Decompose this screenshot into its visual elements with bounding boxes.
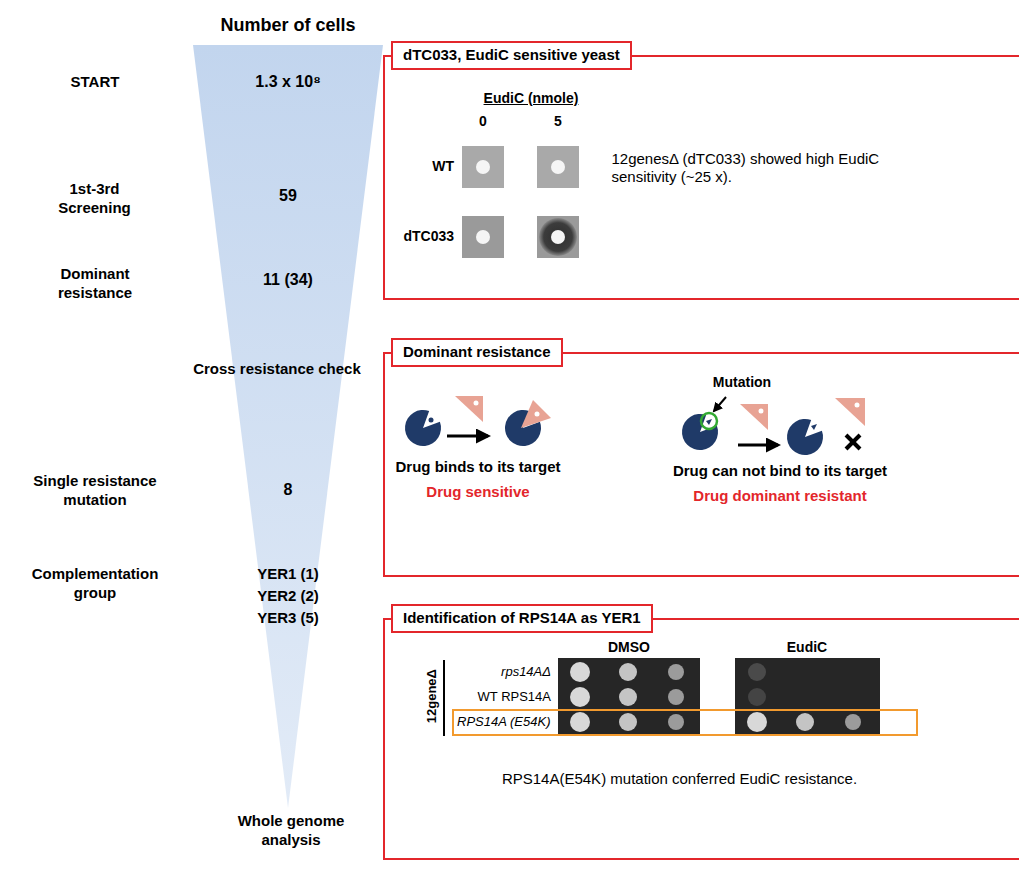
halo-assay-plate [537,216,579,258]
halo-assay-plate [539,218,577,256]
mutation-marker [701,413,717,429]
spot-assay-plate [558,658,880,736]
halo-assay-plate [462,146,504,188]
result-panel: Identification of RPS14A as YER1RPS14A(E… [383,618,1019,860]
drug-icon [535,412,540,417]
block-cross [846,435,860,449]
halo-assay-plate [551,230,565,244]
strain-label: WT [390,158,454,176]
spot-assay-plate [570,712,590,732]
strain-label: rps14AΔ [448,664,551,680]
spot-assay-plate [668,664,684,680]
spot-assay-plate [570,687,590,707]
cell-funnel: 1.3 x 10⁸ 59 11 (34) 8YER1 (1) YER2 (2) YER3 … [193,45,383,808]
drug-icon [759,409,764,414]
target-protein-icon [787,419,823,455]
callout-label: Mutation [702,374,782,392]
caption-text: Drug binds to its target [388,458,568,477]
target-protein-icon [405,410,441,446]
group-label: 12geneΔ [424,656,440,736]
halo-assay-plate [476,230,490,244]
count-label: 8 [193,480,383,500]
caption-text: 12genesΔ (dTC033) showed high EudiC sens… [612,150,932,188]
panel-title: Identification of RPS14A as YER1 [391,604,653,633]
spot-assay-plate [619,688,637,706]
drug-icon [740,404,768,430]
halo-assay-plate [551,160,565,174]
halo-assay-plate [462,216,504,258]
stage-label: Complementation group [25,565,165,603]
outcome-label: Drug dominant resistant [660,487,900,506]
reaction-arrow [447,436,778,445]
strain-label: WT RPS14A [448,689,551,705]
drug-icon [455,396,483,422]
spot-assay-plate [668,714,684,730]
reaction-arrow [447,435,488,438]
reaction-arrow [738,444,778,447]
stage-label: Single resistance mutation [25,472,165,510]
halo-assay-plate [537,146,579,188]
spot-assay-plate [619,663,637,681]
halo-assay-plate [476,160,490,174]
drug-icon [474,401,479,406]
block-cross [846,435,860,449]
drug-icon [521,400,551,428]
mutation-marker [714,397,726,411]
outcome-label: Drug sensitive [388,483,568,502]
stage-label: Cross resistance check [177,360,377,379]
block-cross [846,435,860,449]
funnel-shape [193,45,383,808]
count-label: YER1 (1) [193,565,383,584]
drug-icon [455,396,865,430]
panel-title: Dominant resistance [391,338,563,367]
spot-assay-plate [619,713,637,731]
strain-label: RPS14A (E54K) [456,714,551,730]
column-heading: EudiC (nmole) [471,90,591,108]
stage-label: START [25,73,165,92]
column-heading: EudiC [767,639,847,657]
target-protein-icon [811,424,817,430]
spot-assay-plate [735,658,880,736]
count-label: 11 (34) [193,270,383,290]
group-bracket [443,660,445,736]
drug-icon [835,398,865,426]
count-label: YER3 (5) [193,609,383,628]
stage-label: Whole genome analysis [226,812,356,850]
count-label: 1.3 x 10⁸ [193,72,383,92]
target-protein-icon [429,418,434,423]
dose-label: 0 [468,113,498,131]
spot-assay-plate [748,663,766,681]
column-heading: DMSO [589,639,669,657]
stage-label: 1st-3rd Screening [37,180,152,218]
target-protein-icon [706,419,712,425]
result-panel: dTC033, EudiC sensitive yeast12genesΔ (d… [383,55,1019,300]
strain-label: dTC033 [390,228,454,246]
target-protein-icon [505,410,541,446]
halo-assay-plate [462,146,579,258]
spot-assay-plate [570,662,590,682]
highlight-box: RPS14A (E54K) [452,709,918,736]
axis-heading: Number of cells [188,14,388,37]
drug-icon [855,403,860,408]
spot-assay-plate [747,712,767,732]
funnel-shape [193,45,383,808]
panel-title: dTC033, EudiC sensitive yeast [391,41,632,70]
spot-assay-plate [668,689,684,705]
dose-label: 5 [543,113,573,131]
caption-text: RPS14A(E54K) mutation conferred EudiC re… [445,770,915,789]
spot-assay-plate [748,688,766,706]
mutation-marker [701,397,726,429]
spot-assay-plate [558,658,700,736]
count-label: YER2 (2) [193,587,383,606]
count-label: 59 [193,186,383,206]
caption-text: Drug can not bind to its target [660,462,900,481]
spot-assay-plate [845,714,861,730]
spot-assay-plate [796,713,814,731]
stage-label: Dominant resistance [25,265,165,303]
